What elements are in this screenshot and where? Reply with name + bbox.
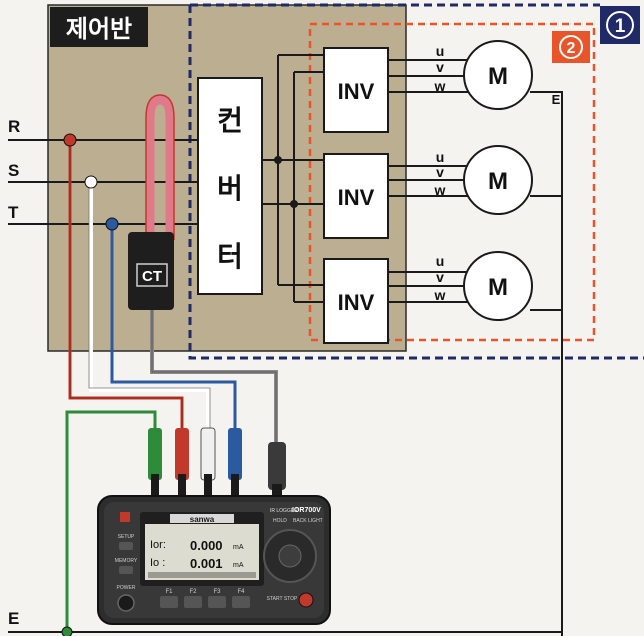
f4-button[interactable] [232, 596, 250, 608]
screen-line2-unit: mA [233, 562, 244, 569]
phase-r-label: R [8, 117, 20, 136]
terminal-label: v [436, 59, 444, 75]
converter-char-3: 터 [217, 240, 243, 273]
f1-label: F1 [165, 589, 173, 595]
ct-label-box [136, 263, 168, 287]
f1-button[interactable] [160, 596, 178, 608]
screen-line2-label: Io : [150, 557, 165, 569]
motor-2-connection: u v w M [388, 145, 533, 215]
panel-title-bg [50, 7, 148, 47]
motor-ground-wire [530, 91, 563, 636]
r-probe-point [63, 133, 77, 147]
t-probe-wire [110, 224, 237, 432]
model-prefix: IR LOGGER [270, 508, 298, 514]
inverter-1: INV [323, 47, 389, 133]
zone1-border [188, 5, 644, 360]
terminal-label: w [434, 287, 446, 303]
memory-label: MEMORY [115, 558, 138, 564]
zone2-badge-label: 2 [567, 40, 576, 57]
ct-label: CT [142, 268, 162, 285]
t-probe-point [105, 217, 119, 231]
r-probe-wire-outline [69, 140, 183, 432]
motor-label: M [488, 274, 508, 301]
start-stop-button[interactable] [298, 592, 314, 608]
f4-label: F4 [237, 589, 245, 595]
s-probe-wire [89, 182, 210, 432]
inverter-label: INV [338, 79, 375, 104]
inverter-3: INV [323, 258, 389, 344]
model-name: IOR700V [292, 507, 321, 514]
navigation-dial-center[interactable] [278, 544, 302, 568]
memory-button[interactable] [119, 566, 133, 574]
start-stop-label: START STOP [267, 596, 298, 602]
converter-char-1: 컨 [217, 104, 243, 137]
f2-button[interactable] [184, 596, 202, 608]
ct-clamp-ring [145, 95, 175, 240]
inverter-label: INV [338, 185, 375, 210]
ct-clamp-ring-inner [145, 94, 175, 240]
s-probe-wire-outline [88, 182, 211, 432]
f3-button[interactable] [208, 596, 226, 608]
terminal-label: u [436, 149, 445, 165]
panel-title: 제어반 [66, 15, 132, 43]
hold-label: HOLD [273, 518, 287, 524]
motor-1-connection: u v w M [388, 40, 533, 110]
converter-char-2: 버 [217, 172, 243, 205]
zone2-badge-ring [559, 35, 583, 59]
f2-label: F2 [189, 589, 197, 595]
zone1-badge-label: 1 [615, 16, 626, 37]
motor-circle [463, 40, 533, 110]
phase-t-label: T [8, 203, 19, 222]
motor-ground-label: E [552, 92, 561, 107]
terminal-label: w [434, 182, 446, 198]
power-button[interactable] [117, 594, 135, 612]
f3-label: F3 [213, 589, 221, 595]
ground-wire [65, 410, 157, 632]
s-probe-point [84, 175, 98, 189]
terminal-label: u [436, 43, 445, 59]
probe-plugs [148, 427, 286, 498]
setup-label: SETUP [118, 534, 135, 540]
power-label: POWER [117, 585, 136, 591]
screen-line2-value: 0.001 [190, 556, 223, 571]
screen-line1-value: 0.000 [190, 538, 223, 553]
motor-3-connection: u v w M [388, 251, 533, 321]
phase-s-label: S [8, 161, 19, 180]
motor-circle [463, 145, 533, 215]
terminal-label: v [436, 269, 444, 285]
terminal-label: w [434, 78, 446, 94]
device-screen [145, 524, 259, 580]
converter-box [197, 77, 263, 295]
device-brand: sanwa [190, 515, 215, 524]
function-keys: F1 F2 F3 F4 [160, 589, 250, 608]
ground-label: E [8, 609, 19, 628]
terminal-label: u [436, 253, 445, 269]
screen-line1-label: Ior: [150, 539, 166, 551]
ct-cable-core [151, 310, 277, 445]
terminal-label: v [436, 164, 444, 180]
screen-line1-unit: mA [233, 544, 244, 551]
zone1-badge-ring [606, 11, 634, 39]
backlight-label: BACK LIGHT [293, 518, 323, 524]
motor-label: M [488, 168, 508, 195]
device-logo-mark [120, 512, 130, 522]
inverter-label: INV [338, 290, 375, 315]
insulation-logger-device: sanwa Ior: 0.000 mA Io : 0.001 mA SETUP … [97, 495, 331, 625]
inverter-2: INV [323, 153, 389, 239]
setup-button[interactable] [119, 542, 133, 550]
ground-point [61, 626, 73, 636]
motor-circle [463, 251, 533, 321]
motor-label: M [488, 63, 508, 90]
